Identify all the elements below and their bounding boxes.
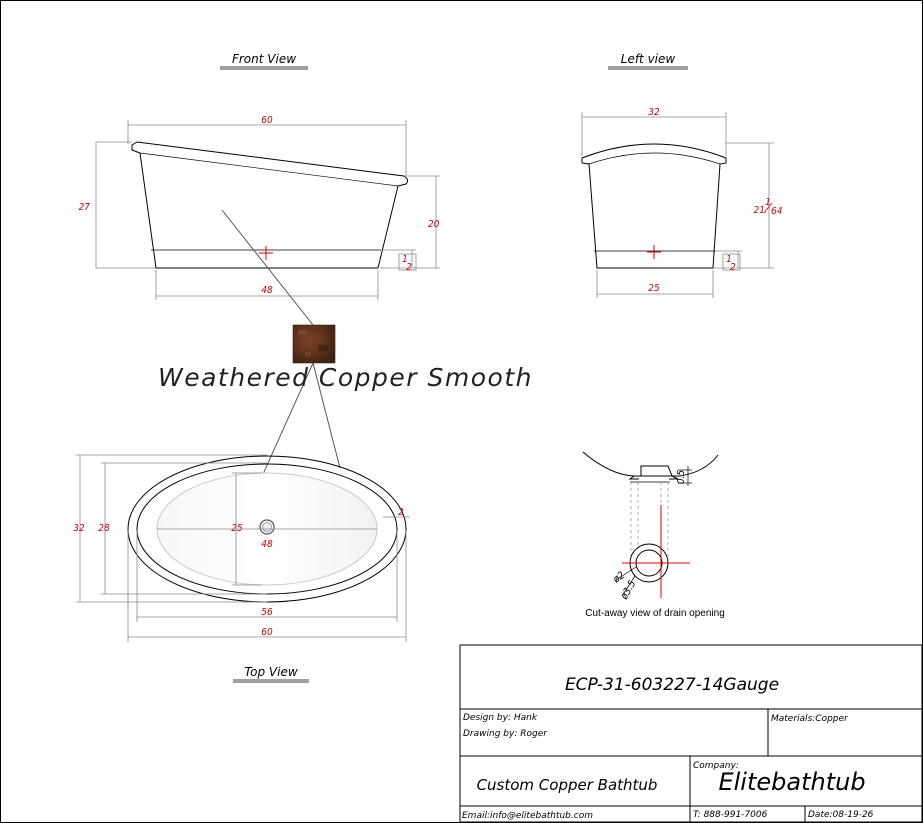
model-number: ECP-31-603227-14Gauge bbox=[565, 675, 779, 695]
top-drain-outer bbox=[259, 519, 275, 535]
left-view: Left view 32 21 1 64 1 2 25 bbox=[581, 52, 783, 298]
left-dim-height-den: 64 bbox=[771, 206, 783, 217]
front-tub-outline bbox=[131, 141, 409, 269]
left-view-title: Left view bbox=[621, 52, 676, 66]
left-dim-base-width: 25 bbox=[648, 283, 660, 294]
left-dim-top-width: 32 bbox=[648, 107, 660, 118]
front-dim-band-den: 2 bbox=[406, 262, 412, 273]
front-dim-band-num: 1 bbox=[402, 254, 408, 265]
left-dim-band-den: 2 bbox=[730, 262, 736, 273]
phone: T: 888-991-7006 bbox=[693, 810, 768, 820]
left-dim-height-whole: 21 bbox=[754, 205, 765, 216]
front-dim-overall-height: 27 bbox=[79, 202, 91, 213]
top-dim-inner-length: 56 bbox=[261, 607, 273, 618]
drain-detail: 0.5 ø2 ø3.5 Cut-away view of drain openi… bbox=[582, 451, 725, 619]
design-by: Design by: Hank bbox=[463, 713, 538, 723]
company-name: Elitebathtub bbox=[718, 768, 865, 796]
top-dim-inner-width: 28 bbox=[98, 523, 110, 534]
drain-caption: Cut-away view of drain opening bbox=[585, 608, 725, 619]
finish-callout: Weathered Copper Smooth bbox=[158, 209, 533, 513]
top-dim-outer-width: 32 bbox=[73, 523, 85, 534]
drain-dim-inner: ø2 bbox=[611, 570, 628, 586]
title-block: ECP-31-603227-14Gauge Design by: Hank Dr… bbox=[459, 644, 923, 823]
finish-name: Weathered Copper Smooth bbox=[158, 363, 533, 392]
date: Date:08-19-26 bbox=[808, 810, 874, 820]
top-dim-basin-length: 48 bbox=[261, 539, 273, 550]
top-dim-basin-width: 25 bbox=[231, 523, 243, 534]
top-drain-inner bbox=[262, 522, 272, 532]
top-view-title: Top View bbox=[244, 665, 298, 679]
left-dim-height-num: 1 bbox=[765, 197, 771, 208]
top-dim-outer-length: 60 bbox=[261, 627, 273, 638]
left-tub-outline bbox=[581, 143, 727, 269]
front-dim-top-length: 60 bbox=[261, 115, 273, 126]
left-dim-band-num: 1 bbox=[726, 254, 732, 265]
front-view-title: Front View bbox=[232, 52, 296, 66]
front-dim-base-length: 48 bbox=[261, 285, 273, 296]
email: Email:info@elitebathtub.com bbox=[462, 811, 593, 821]
front-dim-end-height: 20 bbox=[428, 219, 440, 230]
company-label: Company: bbox=[693, 761, 739, 771]
product-name: Custom Copper Bathtub bbox=[477, 776, 658, 794]
top-view: 32 28 25 48 2 56 60 Top View bbox=[73, 454, 410, 683]
drain-basin-curve bbox=[582, 451, 719, 477]
front-view: Front View 60 27 20 1 2 48 bbox=[79, 52, 440, 300]
top-dim-rim: 2 bbox=[398, 507, 404, 518]
drawing-by: Drawing by: Roger bbox=[463, 729, 548, 739]
drain-dim-thickness: 0.5 bbox=[676, 470, 687, 485]
materials: Materials:Copper bbox=[771, 714, 849, 724]
